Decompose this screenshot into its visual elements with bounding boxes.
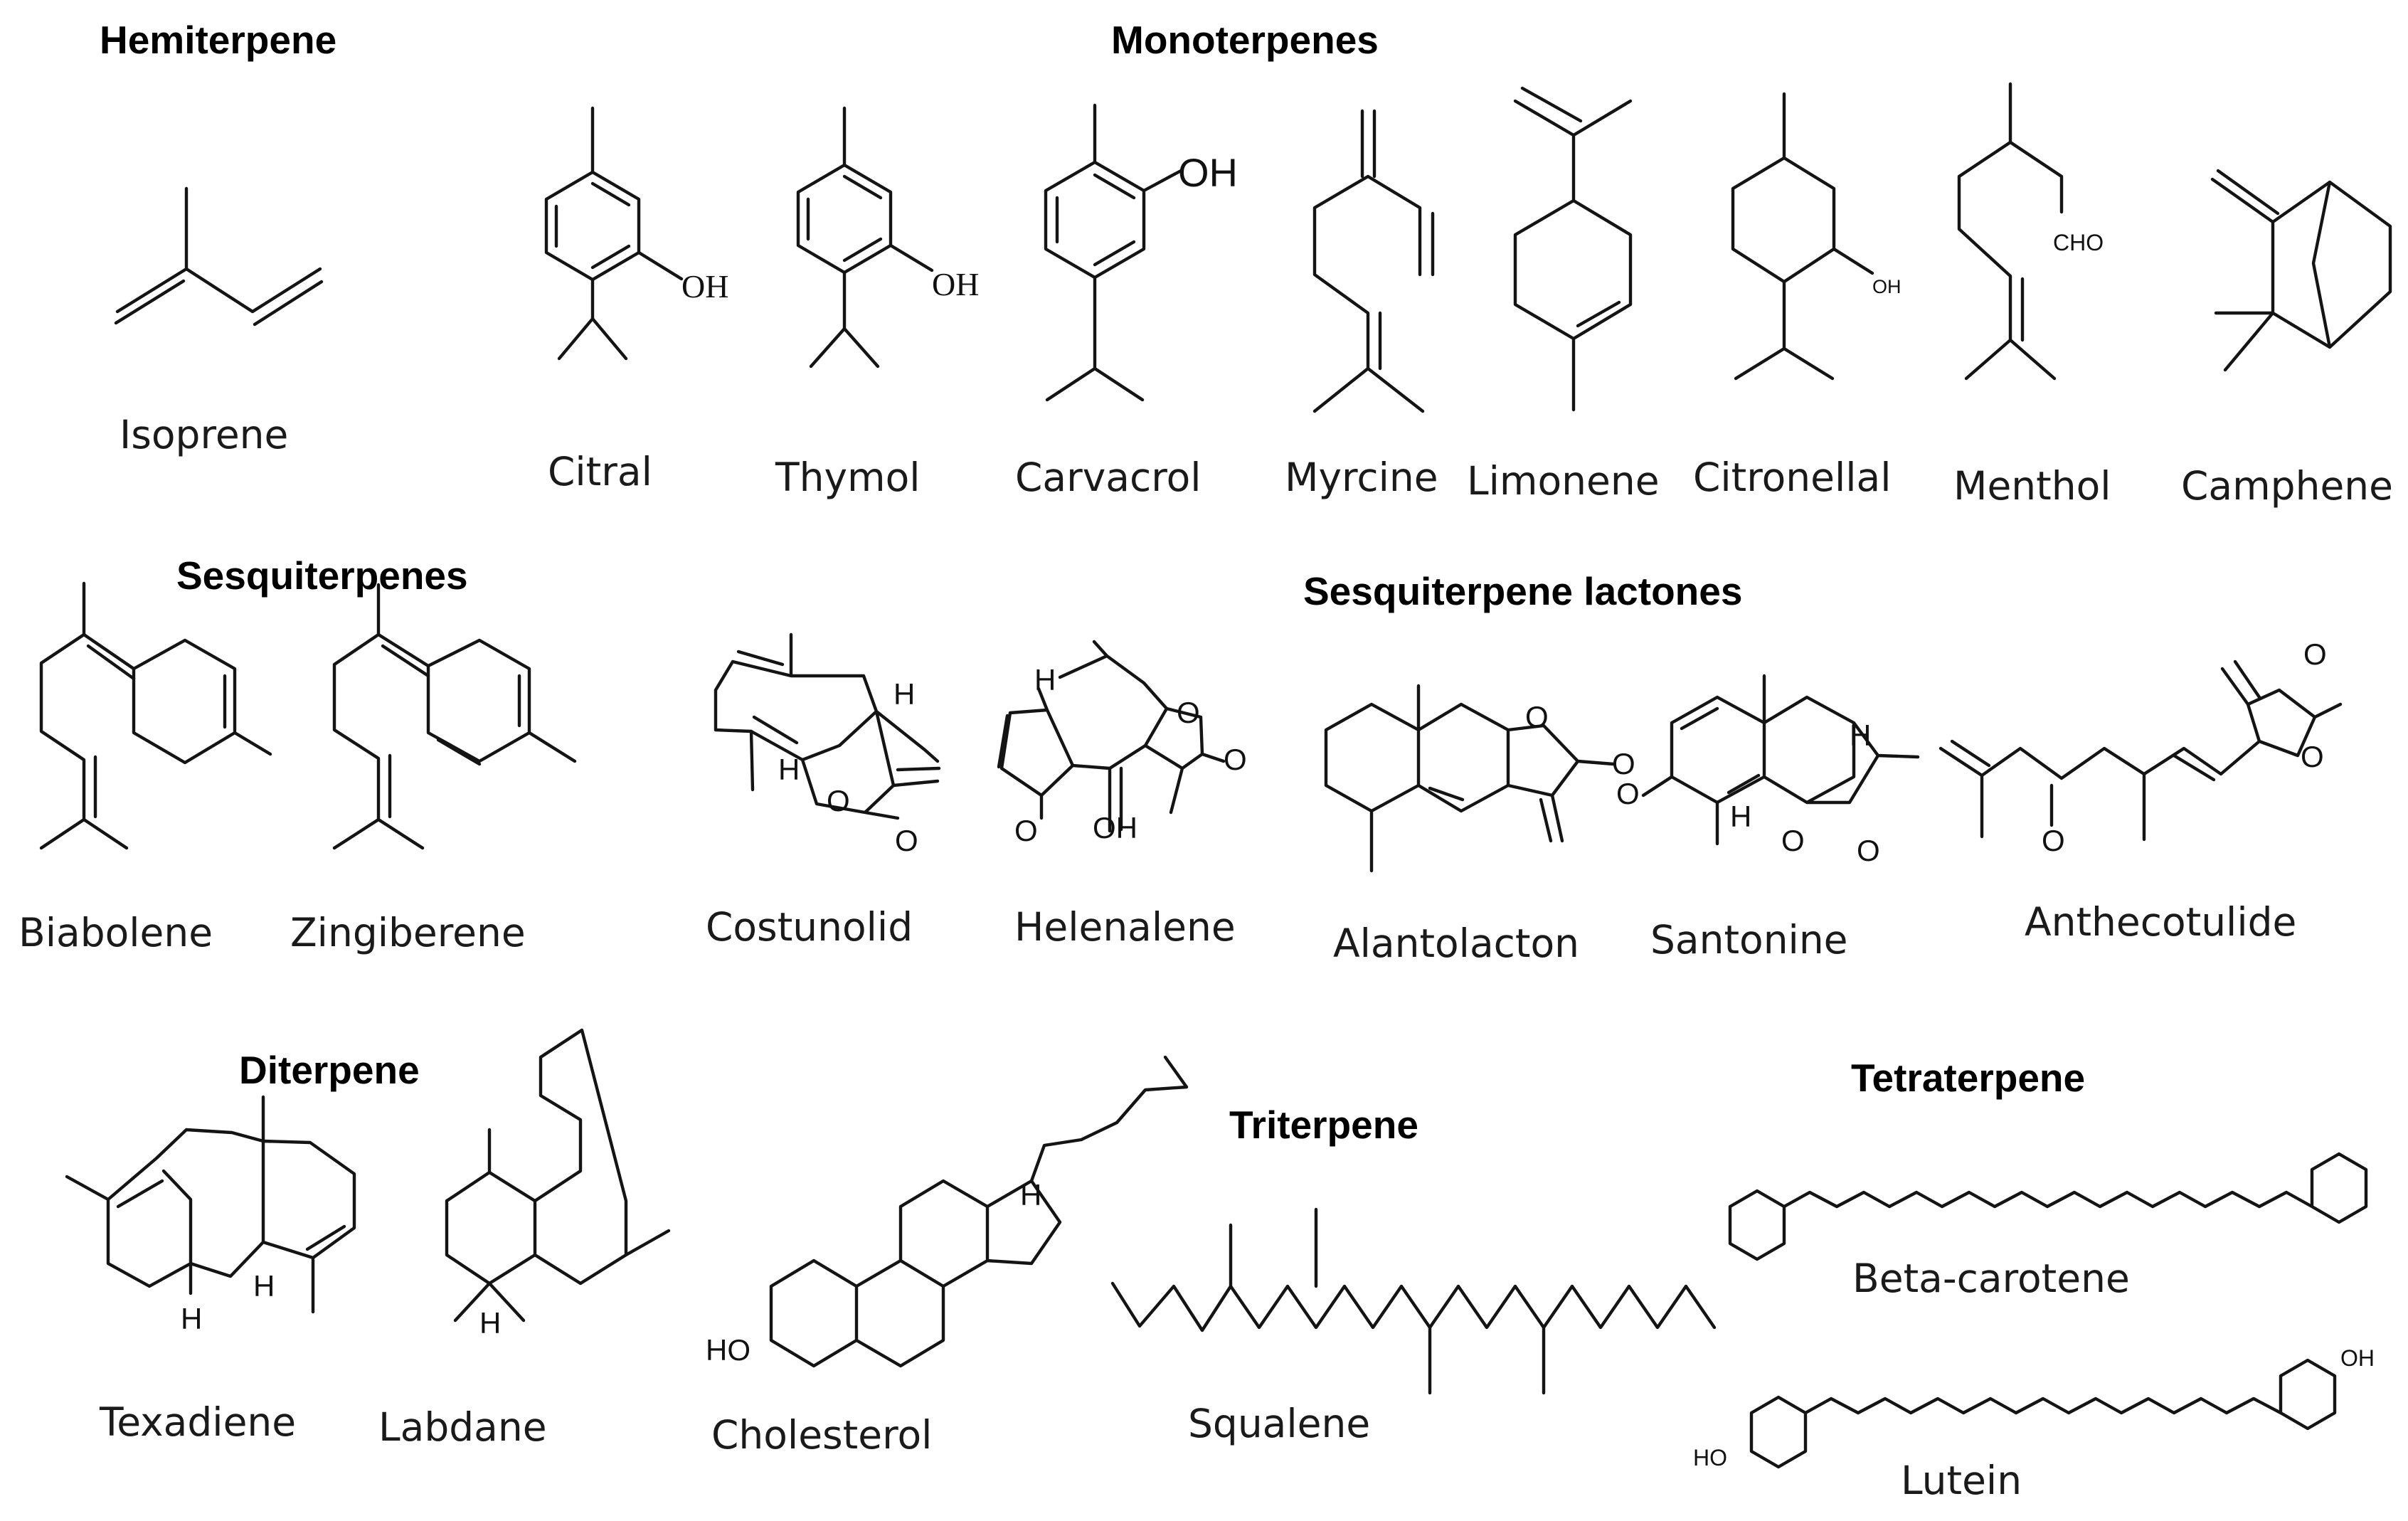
structure-santonine: O H H O O [1616,674,1920,867]
atom-oh-thymol: OH [932,266,979,302]
label-texadiene: Texadiene [99,1399,296,1445]
atom-o-santonine-2: O [1781,824,1805,857]
label-myrcine: Myrcine [1285,455,1438,500]
structure-zingiberene [332,583,577,850]
structure-myrcine [1312,109,1435,413]
structure-costunolid: H H O O [714,632,941,857]
atom-h-cholesterol-1: H [1020,1178,1041,1212]
structure-carvacrol: OH [1044,103,1238,402]
label-menthol: Menthol [1953,463,2111,509]
atom-h-costunolid-2: H [778,753,800,786]
structure-cholesterol: HO H [706,1055,1189,1368]
structure-texadiene: H H [65,1095,356,1335]
structure-anthecotulide: O O O [1938,637,2343,857]
label-beta-carotene: Beta-carotene [1852,1256,2130,1301]
structure-thymol: OH [796,106,979,369]
atom-o-helenalene-3: O [1014,814,1038,847]
atom-o-alantolacton-1: O [1525,700,1549,733]
atom-o-alantolacton-2: O [1612,747,1635,780]
atom-oh-citral: OH [681,268,728,304]
structure-alantolacton: O O [1324,684,1635,873]
atom-ho-lutein: HO [1693,1445,1727,1470]
atom-o-santonine-3: O [1857,834,1880,867]
heading-sesquiterpenes: Sesquiterpenes [176,553,468,598]
label-helenalene: Helenalene [1014,904,1236,950]
atom-oh-carvacrol: OH [1178,150,1238,195]
label-lutein: Lutein [1901,1458,2022,1503]
structure-lutein: HO OH [1693,1345,2375,1470]
atom-o-helenalene-2: O [1224,743,1247,776]
atom-oh-citronellal: OH [1872,276,1902,297]
label-anthecotulide: Anthecotulide [2025,899,2296,945]
heading-diterpene: Diterpene [239,1048,420,1092]
atom-o-helenalene-1: O [1177,696,1200,729]
label-camphene: Camphene [2181,463,2393,509]
heading-sesquiterpene-lactones: Sesquiterpene lactones [1303,569,1742,613]
label-santonine: Santonine [1650,917,1848,963]
atom-h-texadiene-2: H [253,1269,275,1303]
structure-helenalene: H O O O OH [997,640,1247,847]
structure-citral: OH [544,106,728,361]
structure-citronellal: OH [1731,92,1902,381]
atom-o-costunolid-1: O [827,784,850,817]
label-alantolacton: Alantolacton [1333,921,1579,966]
label-limonene: Limonene [1467,458,1660,504]
atom-o-anthecotulide-1: O [2042,824,2065,857]
label-squalene: Squalene [1188,1401,1370,1446]
label-citral: Citral [548,449,652,494]
atom-oh-lutein: OH [2340,1345,2375,1371]
heading-hemiterpene: Hemiterpene [100,18,336,62]
heading-tetraterpene: Tetraterpene [1851,1056,2085,1100]
atom-o-anthecotulide-2: O [2301,740,2324,773]
label-carvacrol: Carvacrol [1015,455,1202,500]
atom-h-helenalene: H [1034,663,1056,696]
label-zingiberene: Zingiberene [290,910,526,955]
label-costunolid: Costunolid [706,904,913,950]
structure-menthol: CHO [1957,82,2104,381]
structure-beta-carotene [1728,1152,2368,1261]
structure-squalene [1110,1207,1717,1395]
heading-monoterpenes: Monoterpenes [1111,18,1379,62]
label-labdane: Labdane [378,1404,547,1450]
atom-h-labdane: H [479,1306,501,1340]
heading-triterpene: Triterpene [1229,1103,1418,1147]
label-citronellal: Citronellal [1693,455,1892,500]
label-cholesterol: Cholesterol [711,1412,932,1458]
label-isoprene: Isoprene [120,412,288,457]
structure-camphene [2210,169,2392,372]
atom-h-santonine-1: H [1850,719,1871,752]
structure-limonene [1513,86,1633,412]
atom-cho-menthol: CHO [2053,230,2104,255]
structure-biabolene [39,581,272,850]
structure-isoprene [114,186,324,327]
atom-h-costunolid-1: H [893,677,915,711]
structure-labdane: H [445,1028,671,1340]
atom-o-costunolid-2: O [895,824,918,857]
label-thymol: Thymol [775,455,921,500]
label-biabolene: Biabolene [18,910,213,955]
atom-oh-helenalene: OH [1093,811,1137,844]
atom-ho-cholesterol: HO [706,1333,750,1367]
atom-o-santonine-1: O [1616,777,1640,810]
atom-h-texadiene-1: H [181,1302,202,1335]
atom-h-santonine-2: H [1730,800,1751,833]
atom-o-anthecotulide-3: O [2303,637,2327,671]
